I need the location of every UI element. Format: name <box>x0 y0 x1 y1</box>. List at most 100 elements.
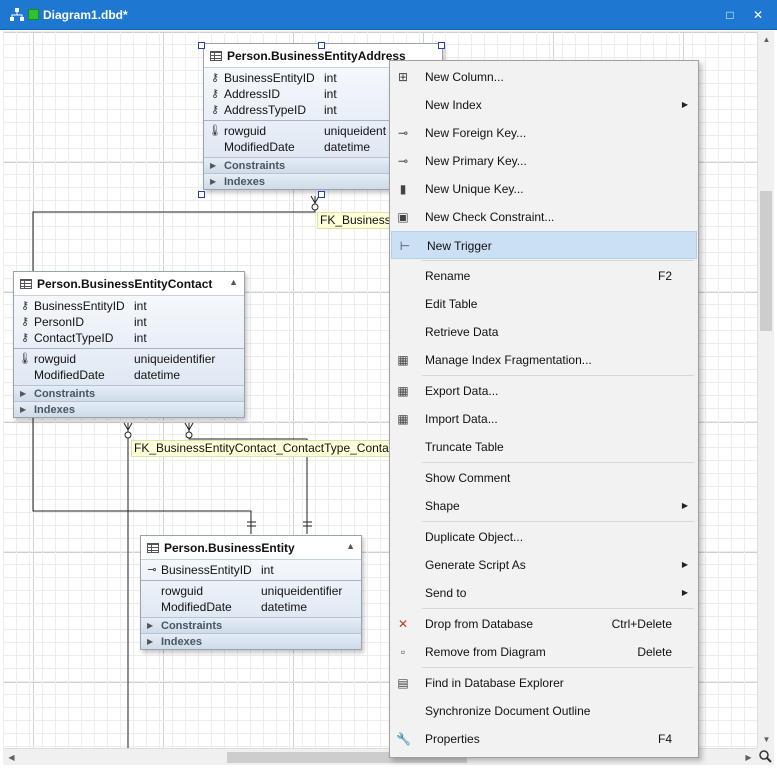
menu-item-new-column[interactable]: ⊞New Column... <box>390 63 698 91</box>
menu-item-edit-table[interactable]: Edit Table <box>390 290 698 318</box>
window-title: Diagram1.dbd* <box>43 8 128 22</box>
separator <box>14 348 244 349</box>
menu-item-new-unique-key[interactable]: ▮New Unique Key... <box>390 175 698 203</box>
scroll-up-icon[interactable]: ▲ <box>762 35 771 44</box>
constraints-section[interactable]: ▶ Constraints <box>14 385 244 401</box>
menu-item-truncate-table[interactable]: Truncate Table <box>390 433 698 461</box>
menu-item-find-in-database-explorer[interactable]: ▤Find in Database Explorer <box>390 669 698 697</box>
menu-separator <box>422 260 694 261</box>
selection-handle[interactable] <box>198 42 205 49</box>
key-icon: ⚷ <box>20 300 30 312</box>
window-titlebar: Diagram1.dbd* □ ✕ <box>0 0 777 30</box>
column-type: int <box>324 87 337 101</box>
menu-item-label: Generate Script As <box>425 558 526 572</box>
selection-handle[interactable] <box>198 191 205 198</box>
constraints-section[interactable]: ▶Constraints <box>141 617 361 633</box>
menu-item-new-trigger[interactable]: ⊢New Trigger <box>391 231 697 259</box>
entity-header[interactable]: Person.BusinessEntityContact ▲ <box>14 272 244 296</box>
menu-item-new-index[interactable]: New Index▶ <box>390 91 698 119</box>
table-icon <box>147 543 159 553</box>
column-type: datetime <box>324 140 371 154</box>
menu-item-new-primary-key[interactable]: ⊸New Primary Key... <box>390 147 698 175</box>
menu-item-duplicate-object[interactable]: Duplicate Object... <box>390 523 698 551</box>
zoom-icon[interactable] <box>757 748 774 765</box>
selection-handle[interactable] <box>318 191 325 198</box>
submenu-arrow-icon: ▶ <box>681 588 688 597</box>
menu-item-import-data[interactable]: ▦Import Data... <box>390 405 698 433</box>
vertical-scrollbar[interactable]: ▲ ▼ <box>757 31 774 748</box>
entity-name: Person.BusinessEntityAddress <box>227 49 406 63</box>
expand-triangle-icon: ▶ <box>20 405 27 414</box>
key-icon: ⚷ <box>20 332 30 344</box>
indexes-section[interactable]: ▶ Indexes <box>14 401 244 417</box>
menu-item-retrieve-data[interactable]: Retrieve Data <box>390 318 698 346</box>
menu-item-label: Export Data... <box>425 384 499 398</box>
menu-item-manage-index-fragmentation[interactable]: ▦Manage Index Fragmentation... <box>390 346 698 374</box>
menu-item-label: New Foreign Key... <box>425 126 527 140</box>
entity-header[interactable]: Person.BusinessEntity ▲ <box>141 536 361 560</box>
scroll-down-icon[interactable]: ▼ <box>762 735 771 744</box>
menu-item-export-data[interactable]: ▦Export Data... <box>390 377 698 405</box>
selection-handle[interactable] <box>318 42 325 49</box>
entity-businessentity[interactable]: Person.BusinessEntity ▲ ⊸BusinessEntityI… <box>140 535 362 650</box>
diagram-app-icon <box>10 8 24 21</box>
menu-item-send-to[interactable]: Send to▶ <box>390 579 698 607</box>
column-name: ModifiedDate <box>161 600 232 614</box>
vertical-scroll-thumb[interactable] <box>760 191 772 331</box>
horizontal-scroll-thumb[interactable] <box>227 752 467 763</box>
close-button[interactable]: ✕ <box>752 8 764 22</box>
scroll-right-icon[interactable]: ▶ <box>745 753 752 762</box>
unique-key-icon: 🌡 <box>18 353 32 365</box>
expand-triangle-icon: ▶ <box>147 637 154 646</box>
column-row[interactable]: ModifiedDate datetime <box>204 139 442 155</box>
menu-item-generate-script-as[interactable]: Generate Script As▶ <box>390 551 698 579</box>
scroll-left-icon[interactable]: ◀ <box>8 753 15 762</box>
column-name: ContactTypeID <box>34 331 114 345</box>
collapse-icon[interactable]: ▲ <box>229 277 238 287</box>
context-menu[interactable]: ⊞New Column...New Index▶⊸New Foreign Key… <box>389 60 699 758</box>
menu-item-show-comment[interactable]: Show Comment <box>390 464 698 492</box>
menu-item-new-check-constraint[interactable]: ▣New Check Constraint... <box>390 203 698 231</box>
fk-label[interactable]: FK_Business <box>317 212 394 229</box>
column-type: int <box>134 315 147 329</box>
menu-separator <box>422 521 694 522</box>
key-icon: ⚷ <box>210 104 220 116</box>
section-label: Indexes <box>34 404 75 416</box>
entity-businessentitycontact[interactable]: Person.BusinessEntityContact ▲ ⚷Business… <box>13 271 245 418</box>
constraints-section[interactable]: ▶Constraints <box>204 157 442 173</box>
submenu-arrow-icon: ▶ <box>681 100 688 109</box>
selection-handle[interactable] <box>438 42 445 49</box>
table-icon <box>210 51 222 61</box>
menu-item-new-foreign-key[interactable]: ⊸New Foreign Key... <box>390 119 698 147</box>
menu-item-synchronize-document-outline[interactable]: Synchronize Document Outline <box>390 697 698 725</box>
column-name: ModifiedDate <box>224 140 295 154</box>
indexes-section[interactable]: ▶Indexes <box>204 173 442 189</box>
collapse-icon[interactable]: ▲ <box>346 541 355 551</box>
indexes-section[interactable]: ▶Indexes <box>141 633 361 649</box>
maximize-button[interactable]: □ <box>726 8 734 22</box>
expand-triangle-icon: ▶ <box>20 389 27 398</box>
column-name: BusinessEntityID <box>161 563 252 577</box>
menu-item-shape[interactable]: Shape▶ <box>390 492 698 520</box>
section-label: Constraints <box>34 388 96 400</box>
menu-item-shortcut: F2 <box>657 269 672 283</box>
column-name: ModifiedDate <box>34 368 105 382</box>
index-fragmentation-icon: ▦ <box>397 353 409 367</box>
fk-label[interactable]: FK_BusinessEntityContact_ContactType_Con… <box>131 440 392 457</box>
